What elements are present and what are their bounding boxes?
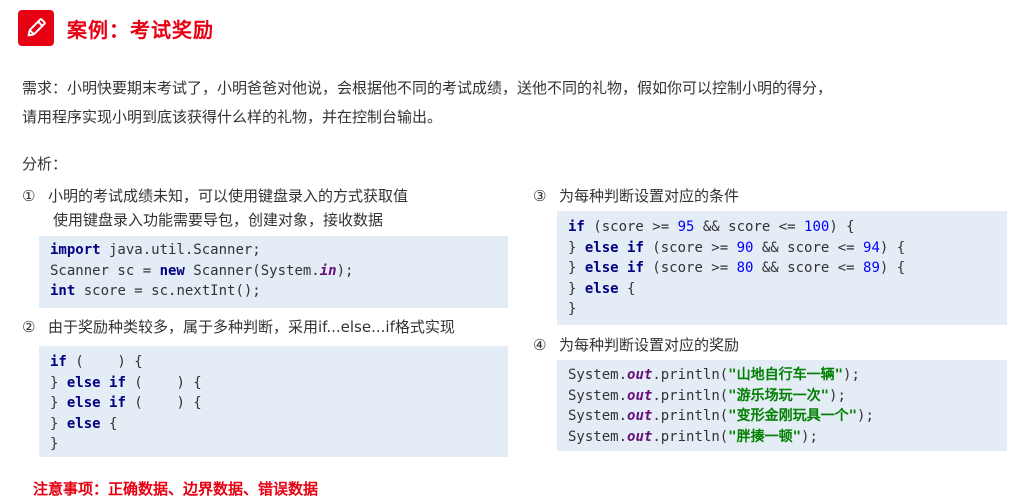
requirement-line-1: 需求：小明快要期末考试了，小明爸爸对他说，会根据他不同的考试成绩，送他不同的礼物…	[22, 79, 833, 97]
step-1-line-2: 使用键盘录入功能需要导包，创建对象，接收数据	[53, 211, 384, 229]
requirement-text: 需求：小明快要期末考试了，小明爸爸对他说，会根据他不同的考试成绩，送他不同的礼物…	[22, 74, 832, 132]
step-2-line-1: 由于奖励种类较多，属于多种判断，采用if...else...if格式实现	[48, 318, 455, 336]
step-1-line-1: 小明的考试成绩未知，可以使用键盘录入的方式获取值	[48, 187, 409, 205]
step-4: ④ 为每种判断设置对应的奖励	[533, 333, 739, 357]
code-block-rewards: System.out.println("山地自行车一辆"); System.ou…	[557, 360, 1007, 451]
code-block-scanner: import java.util.Scanner; Scanner sc = n…	[39, 236, 508, 308]
step-1-number: ①	[22, 187, 36, 205]
step-1: ① 小明的考试成绩未知，可以使用键盘录入的方式获取值 使用键盘录入功能需要导包，创…	[22, 184, 408, 232]
pencil-icon	[18, 10, 54, 46]
code-block-if-template: if ( ) { } else if ( ) { } else if ( ) {…	[39, 346, 508, 457]
step-4-line-1: 为每种判断设置对应的奖励	[559, 336, 740, 354]
step-2-number: ②	[22, 318, 36, 336]
page-title: 案例：考试奖励	[67, 17, 214, 42]
step-3-number: ③	[533, 187, 547, 205]
analysis-label: 分析：	[22, 155, 68, 173]
step-2: ② 由于奖励种类较多，属于多种判断，采用if...else...if格式实现	[22, 315, 455, 339]
step-3: ③ 为每种判断设置对应的条件	[533, 184, 739, 208]
slide-header: 案例：考试奖励	[18, 10, 214, 46]
step-4-number: ④	[533, 336, 547, 354]
requirement-line-2: 请用程序实现小明到底该获得什么样的礼物，并在控制台输出。	[22, 108, 443, 126]
note-text: 注意事项：正确数据、边界数据、错误数据	[33, 480, 319, 498]
step-3-line-1: 为每种判断设置对应的条件	[559, 187, 740, 205]
code-block-conditions: if (score >= 95 && score <= 100) { } els…	[557, 211, 1007, 325]
